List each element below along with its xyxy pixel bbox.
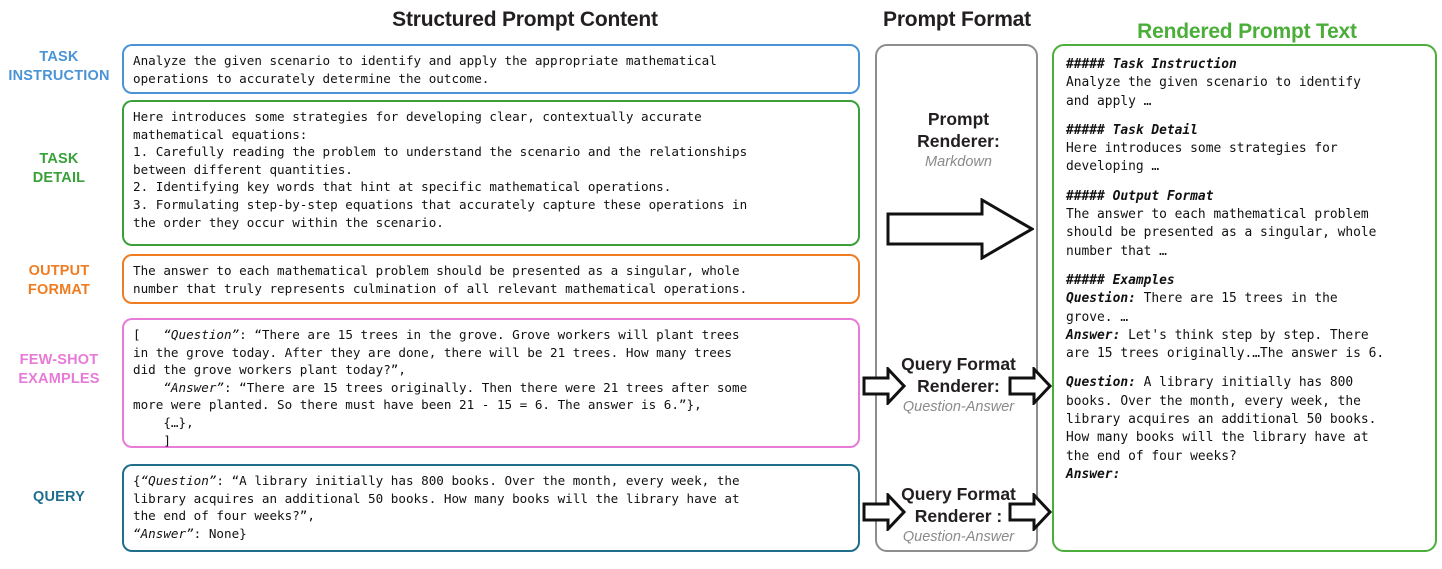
query-question-text: : “A library initially has 800 books. Ov… (133, 473, 740, 524)
rendered-text-body: ##### Task Instruction Analyze the given… (1066, 56, 1423, 484)
arrow-right-big-icon (886, 198, 1034, 260)
few-shot-question-key: “Question” (163, 327, 240, 342)
query-text: {“Question”: “A library initially has 80… (133, 473, 740, 541)
query-question-key: “Question” (140, 473, 217, 488)
renderer-query-format-query: Query Format Renderer : Question-Answer (877, 483, 1040, 545)
page-title-rendered-prompt-text: Rendered Prompt Text (1137, 20, 1357, 43)
few-shot-answer-key: “Answer” (163, 379, 225, 395)
few-shot-answer-text: : “There are 15 trees originally. Then t… (133, 379, 748, 413)
rendered-query-question-label: Question: (1066, 375, 1136, 391)
task-detail-text: Here introduces some strategies for deve… (133, 109, 748, 230)
arrow-right-small-icon-4 (1008, 493, 1052, 531)
renderer-query-2-subtitle: Question-Answer (902, 529, 1015, 545)
content-box-task-instruction: Analyze the given scenario to identify a… (122, 44, 860, 94)
section-label-output-format: OUTPUT FORMAT (27, 263, 91, 298)
renderer-prompt-markdown: Prompt Renderer: Markdown (877, 108, 1040, 170)
query-answer-key: “Answer” (133, 525, 194, 541)
content-box-query: {“Question”: “A library initially has 80… (122, 464, 860, 552)
renderer-prompt-subtitle: Markdown (925, 154, 992, 170)
rendered-query-answer-label: Answer: (1066, 466, 1121, 482)
rendered-example-answer-text: Let's think step by step. There are 15 t… (1066, 327, 1385, 362)
query-answer-text: : None} (193, 525, 247, 541)
rendered-heading-task-detail: ##### Task Detail (1066, 122, 1198, 138)
renderer-query-format-examples: Query Format Renderer: Question-Answer (877, 353, 1040, 415)
rendered-example-question-label: Question: (1066, 291, 1136, 307)
rendered-example-question-text: There are 15 trees in the grove. … (1066, 291, 1338, 325)
few-shot-text: [ “Question”: “There are 15 trees in the… (133, 326, 849, 449)
page-title-structured-prompt-content: Structured Prompt Content (392, 8, 658, 31)
renderer-query-2-title: Query Format Renderer : (901, 484, 1016, 526)
prompt-format-panel: Prompt Renderer: Markdown Query Format R… (875, 44, 1038, 552)
arrow-right-small-icon-1 (862, 367, 906, 405)
page-title-prompt-format: Prompt Format (883, 8, 1031, 31)
renderer-query-1-title: Query Format Renderer: (901, 354, 1016, 396)
renderer-query-1-subtitle: Question-Answer (902, 399, 1015, 415)
few-shot-ellipsis-entry: {…}, (163, 414, 194, 430)
content-box-output-format: The answer to each mathematical problem … (122, 254, 860, 304)
content-box-few-shot-examples: [ “Question”: “There are 15 trees in the… (122, 318, 860, 448)
section-label-task-detail: TASK DETAIL (32, 151, 86, 186)
arrow-right-small-icon-3 (862, 493, 906, 531)
rendered-query-question-text: A library initially has 800 books. Over … (1066, 375, 1377, 464)
few-shot-close-bracket: ] (163, 432, 171, 448)
content-box-task-detail: Here introduces some strategies for deve… (122, 100, 860, 246)
rendered-example-answer-label: Answer: (1066, 327, 1121, 343)
rendered-prompt-text-panel: ##### Task Instruction Analyze the given… (1052, 44, 1437, 552)
output-format-text: The answer to each mathematical problem … (133, 263, 748, 296)
renderer-prompt-title: Prompt Renderer: (917, 109, 1000, 151)
rendered-heading-output-format: ##### Output Format (1066, 188, 1214, 204)
rendered-body-task-instruction: Analyze the given scenario to identify a… (1066, 75, 1361, 109)
rendered-heading-task-instruction: ##### Task Instruction (1066, 57, 1237, 72)
section-label-query: QUERY (32, 489, 86, 505)
rendered-body-task-detail: Here introduces some strategies for deve… (1066, 141, 1338, 175)
few-shot-open-bracket: [ (133, 327, 141, 342)
section-label-few-shot-examples: FEW-SHOT EXAMPLES (18, 352, 100, 387)
arrow-right-small-icon-2 (1008, 367, 1052, 405)
few-shot-question-text: : “There are 15 trees in the grove. Grov… (133, 327, 740, 378)
section-label-task-instruction: TASK INSTRUCTION (8, 49, 110, 84)
rendered-heading-examples: ##### Examples (1066, 272, 1175, 288)
rendered-body-output-format: The answer to each mathematical problem … (1066, 207, 1377, 259)
task-instruction-text: Analyze the given scenario to identify a… (133, 53, 717, 86)
